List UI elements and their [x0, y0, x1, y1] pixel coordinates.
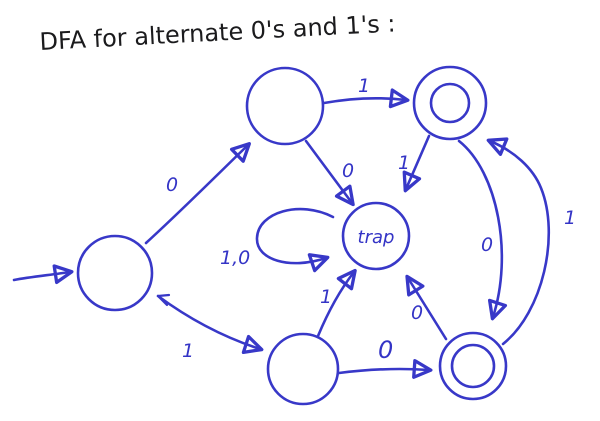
transition-bottom-to-bottomaccept	[337, 359, 433, 379]
transition-label-topaccept-trap: 1	[398, 152, 410, 174]
transition-label-bottomaccept-topaccept: 1	[564, 207, 576, 229]
state-bottom	[266, 332, 340, 406]
transition-bottomaccept-to-topaccept	[486, 137, 551, 346]
transition-trap-self-loop	[255, 207, 335, 273]
transition-top-to-topaccept	[322, 88, 410, 109]
transition-label-start-bottom: 1	[182, 340, 194, 362]
transition-label-bottomaccept-trap: 0	[411, 302, 423, 324]
transition-top-to-trap	[304, 139, 355, 207]
transition-start-to-top	[144, 142, 251, 245]
diagram-title: DFA for alternate 0's and 1's :	[39, 9, 396, 56]
transition-topaccept-to-bottomaccept	[457, 139, 508, 321]
transition-label-start-top: 0	[166, 174, 178, 196]
state-top	[245, 66, 325, 146]
transition-label-top-trap: 0	[342, 160, 354, 182]
state-start	[76, 234, 154, 312]
transition-start-to-bottom-tail-barb	[156, 293, 171, 307]
state-bottom-accept	[438, 331, 508, 401]
start-arrow	[12, 264, 74, 285]
transition-label-bottom-trap: 1	[320, 286, 332, 308]
transition-label-bottom-bottomaccept: 0	[378, 336, 393, 364]
state-trap: trap	[341, 201, 411, 271]
state-trap-label: trap	[358, 227, 395, 248]
state-top-accept	[412, 65, 488, 141]
transition-bottomaccept-to-trap	[405, 274, 448, 341]
transition-label-trap-self: 1,0	[220, 247, 250, 269]
transition-topaccept-to-trap	[402, 134, 431, 193]
transition-start-to-bottom	[156, 294, 264, 355]
transition-label-topaccept-bottomaccept: 0	[481, 234, 493, 256]
transition-bottom-to-trap	[316, 268, 357, 338]
transition-label-top-topaccept: 1	[358, 75, 370, 97]
